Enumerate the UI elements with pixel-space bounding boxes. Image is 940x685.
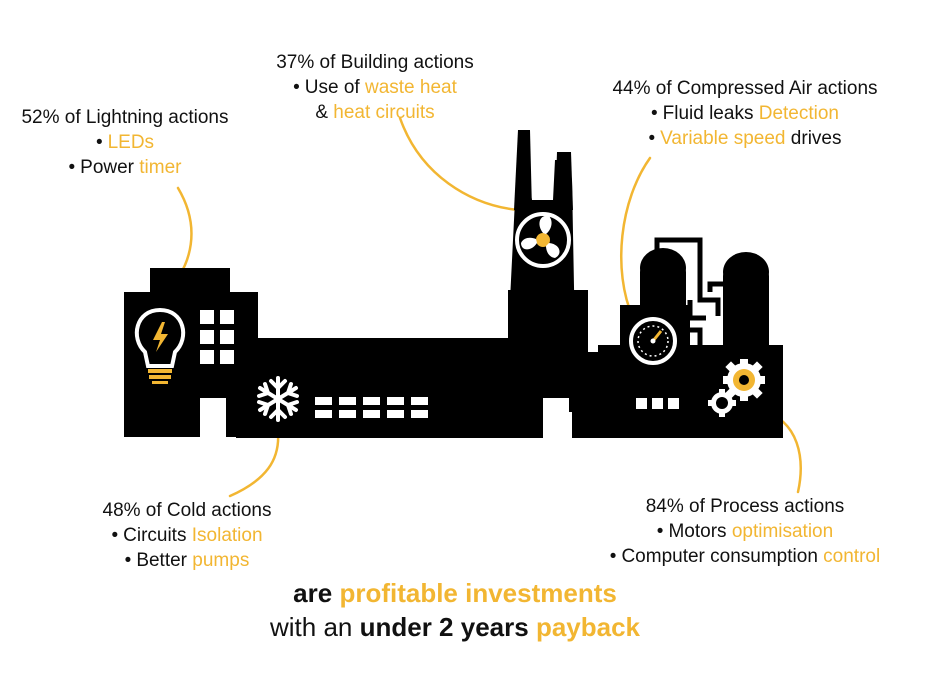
connector-air [620,156,652,320]
gauge-icon [629,317,677,365]
callout-lighting-item-2: •Power timer [68,157,182,178]
windows-middle-building [315,397,428,418]
callout-process-item-1: •Motors optimisation [656,521,834,542]
callout-compressed-air: 44% of Compressed Air actions •Fluid lea… [590,76,900,151]
callout-building: 37% of Building actions •Use of waste he… [260,50,490,125]
doorways [200,398,572,438]
factory-silhouette [124,130,783,438]
callout-cold-title: 48% of Cold actions [102,500,272,521]
callout-process: 84% of Process actions •Motors optimisat… [590,494,900,569]
windows-right-building [636,398,679,409]
callout-cold-item-2: •Better pumps [124,550,250,571]
callout-cold: 48% of Cold actions •Circuits Isolation … [82,498,292,573]
footer-line-2: with an under 2 years payback [269,612,641,642]
footer-line-1: are profitable investments [293,578,617,608]
gears-icon [708,359,765,417]
fan-icon [515,212,571,268]
callout-building-title: 37% of Building actions [276,52,474,73]
windows-left-building [200,310,234,364]
callout-building-item-1: •Use of waste heat [293,77,457,98]
callout-cold-item-1: •Circuits Isolation [111,525,263,546]
callout-air-item-2: •Variable speed drives [648,128,842,149]
lightbulb-icon [134,307,186,384]
callout-process-item-2: •Computer consumption control [609,546,881,567]
snowflake-icon [257,376,299,422]
callout-air-item-1: •Fluid leaks Detection [650,103,840,124]
callout-lighting: 52% of Lightning actions •LEDs •Power ti… [10,105,240,180]
callout-lighting-item-1: •LEDs [95,132,155,153]
connector-building [398,116,520,212]
callout-process-title: 84% of Process actions [645,496,845,517]
connector-cold [228,430,280,498]
tank-pipes [654,237,723,345]
connector-lines [161,116,802,498]
callout-lighting-title: 52% of Lightning actions [21,107,229,128]
callout-building-item-2: & heat circuits [315,102,435,123]
callout-air-title: 44% of Compressed Air actions [612,78,878,99]
